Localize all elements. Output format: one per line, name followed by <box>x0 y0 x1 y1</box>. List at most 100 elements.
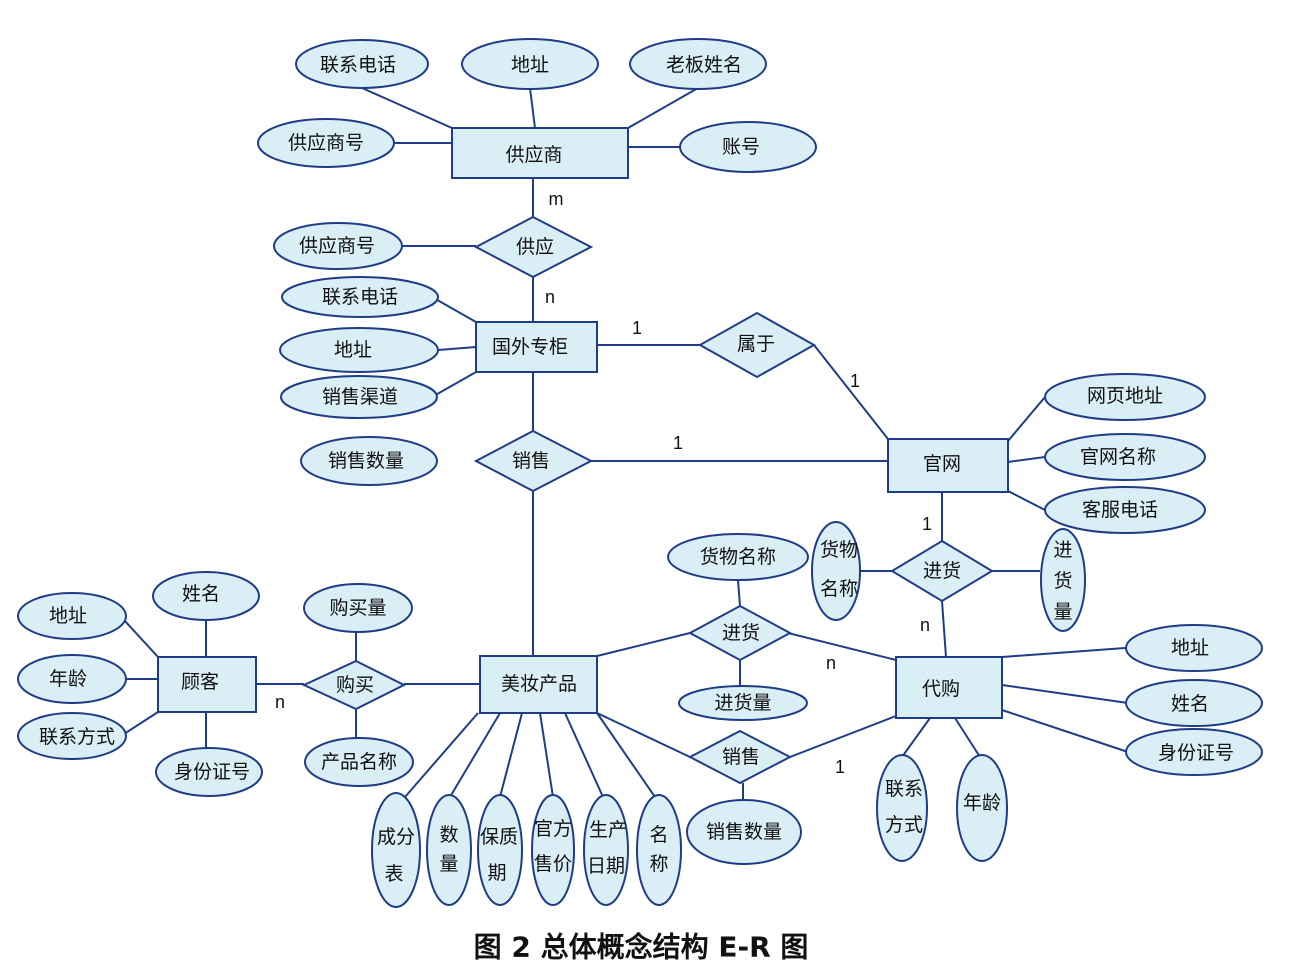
attr-stock-qty-label-a: 进 <box>1053 539 1072 561</box>
edge-agent-id <box>1001 709 1129 753</box>
attr-cust-addr-label: 地址 <box>49 605 87 627</box>
attr-prod-name-buy-label: 产品名称 <box>321 751 397 773</box>
attr-cust-addr <box>17 592 127 640</box>
attr-prod-price <box>531 794 575 906</box>
attr-agent-name <box>1125 679 1263 727</box>
attr-prod-shelf-label-a: 保质 <box>480 826 518 848</box>
edge-stockmid-agent <box>787 632 897 661</box>
edge-salemid-agent <box>789 715 897 758</box>
edge-cust-contact <box>123 711 159 735</box>
attr-buy-qty <box>303 583 413 633</box>
rel-stock-mid <box>687 604 793 662</box>
attr-ctr-phone-label: 联系电话 <box>322 286 398 308</box>
attr-stock-qty-label-b: 货 <box>1053 570 1072 592</box>
attr-buy-qty-label: 购买量 <box>329 597 386 619</box>
edge-belong-site <box>813 344 889 440</box>
attr-sup-addr <box>461 38 599 90</box>
entity-counter-label: 国外专柜 <box>492 336 568 358</box>
card-n-stock-agent: n <box>920 615 930 635</box>
attr-prod-name-buy <box>304 737 414 787</box>
attr-sup-phone <box>295 39 429 89</box>
attr-ctr-phone <box>281 276 439 318</box>
attr-agent-id <box>1125 728 1263 776</box>
rel-sale-mid <box>687 729 793 785</box>
attr-sale-qty-mid-label: 销售数量 <box>706 821 782 843</box>
attr-goods-name-mid-label: 货物名称 <box>700 546 776 568</box>
rel-stock-top-label: 进货 <box>923 560 961 582</box>
edge-prod-ingr <box>404 712 479 798</box>
edges <box>123 87 1129 808</box>
entity-site <box>887 438 1009 493</box>
rel-supply <box>473 215 594 279</box>
attr-agent-contact <box>876 754 928 862</box>
rel-supply-label: 供应 <box>516 236 554 258</box>
attr-sup-boss <box>629 38 767 90</box>
attr-prod-shelf-label-b: 期 <box>487 862 506 884</box>
attr-cust-id-label: 身份证号 <box>174 761 250 783</box>
card-n-stock-mid: n <box>826 653 836 673</box>
entity-agent-label: 代购 <box>922 678 960 700</box>
attr-sup-no-label: 供应商号 <box>288 132 364 154</box>
attr-prod-date-label-a: 生产 <box>589 819 627 841</box>
edge-stockmid-goods <box>737 579 741 607</box>
attr-goods-name-label-b: 名称 <box>820 578 858 600</box>
edge-prod-qty <box>449 712 501 798</box>
card-1-belong-counter: 1 <box>632 318 642 338</box>
edge-prod-date <box>564 712 604 798</box>
attr-agent-id-label: 身份证号 <box>1158 742 1234 764</box>
attr-sup-no <box>257 118 395 168</box>
edge-ctr-phone <box>431 296 477 323</box>
rel-sale-mid-label: 销售 <box>722 746 760 768</box>
card-n-supply: n <box>545 287 555 307</box>
edge-stock-agent <box>941 600 947 658</box>
attr-prod-ingr <box>371 792 421 908</box>
edge-web-service <box>1007 490 1046 511</box>
attr-web-url-label: 网页地址 <box>1087 385 1163 407</box>
attr-stock-qty-mid-label: 进货量 <box>714 692 771 714</box>
cardinalities: m n 1 1 1 1 n n n 1 <box>275 189 932 777</box>
figure-caption: 图 2 总体概念结构 E-R 图 <box>474 931 809 964</box>
attr-web-url <box>1044 373 1206 421</box>
entity-customer-label: 顾客 <box>181 671 219 693</box>
entity-supplier-label: 供应商 <box>505 144 562 166</box>
card-1-sale-mid: 1 <box>835 757 845 777</box>
card-1-sale-site: 1 <box>673 433 683 453</box>
attr-goods-name-mid <box>667 533 809 581</box>
edge-prod-shelf <box>499 712 523 798</box>
attr-prod-qty-label-b: 量 <box>439 853 458 875</box>
rel-belong <box>697 311 817 379</box>
attr-cust-age <box>17 654 127 704</box>
attr-sup-acct <box>679 121 817 173</box>
entity-product <box>479 655 598 714</box>
attr-prod-pname-label-b: 称 <box>649 853 668 875</box>
attr-cust-contact-label: 联系方式 <box>39 726 115 748</box>
card-1-stock-site: 1 <box>922 514 932 534</box>
attr-prod-qty <box>426 794 472 906</box>
entities: 供应商 国外专柜 官网 顾客 美妆产品 代购 <box>157 127 1009 719</box>
edge-agent-age <box>954 717 981 758</box>
attr-web-name-label: 官网名称 <box>1080 446 1156 468</box>
edge-agent-addr <box>1001 647 1126 658</box>
attr-sale-qty-top <box>300 436 438 486</box>
rel-sale-top <box>473 429 594 493</box>
attr-prod-date <box>583 794 629 906</box>
edge-product-salemid <box>596 712 691 758</box>
attr-agent-contact-label-b: 方式 <box>885 814 923 836</box>
entity-agent <box>895 656 1003 719</box>
card-1-belong-site: 1 <box>850 371 860 391</box>
attr-web-service <box>1044 486 1206 534</box>
attr-sup-acct-label: 账号 <box>722 136 760 158</box>
edge-cust-addr <box>123 619 159 658</box>
edge-sup-phone <box>361 87 453 129</box>
attr-agent-age <box>956 754 1008 862</box>
entity-customer <box>157 656 257 713</box>
attr-sale-qty-top-label: 销售数量 <box>328 450 404 472</box>
entity-supplier <box>451 127 629 179</box>
attr-prod-pname <box>636 794 682 906</box>
attr-cust-id <box>155 747 263 797</box>
attr-agent-addr-label: 地址 <box>1171 637 1209 659</box>
attr-supply-no-label: 供应商号 <box>299 235 375 257</box>
attr-stock-qty-mid <box>678 685 808 721</box>
edge-ctr-channel <box>431 371 477 398</box>
